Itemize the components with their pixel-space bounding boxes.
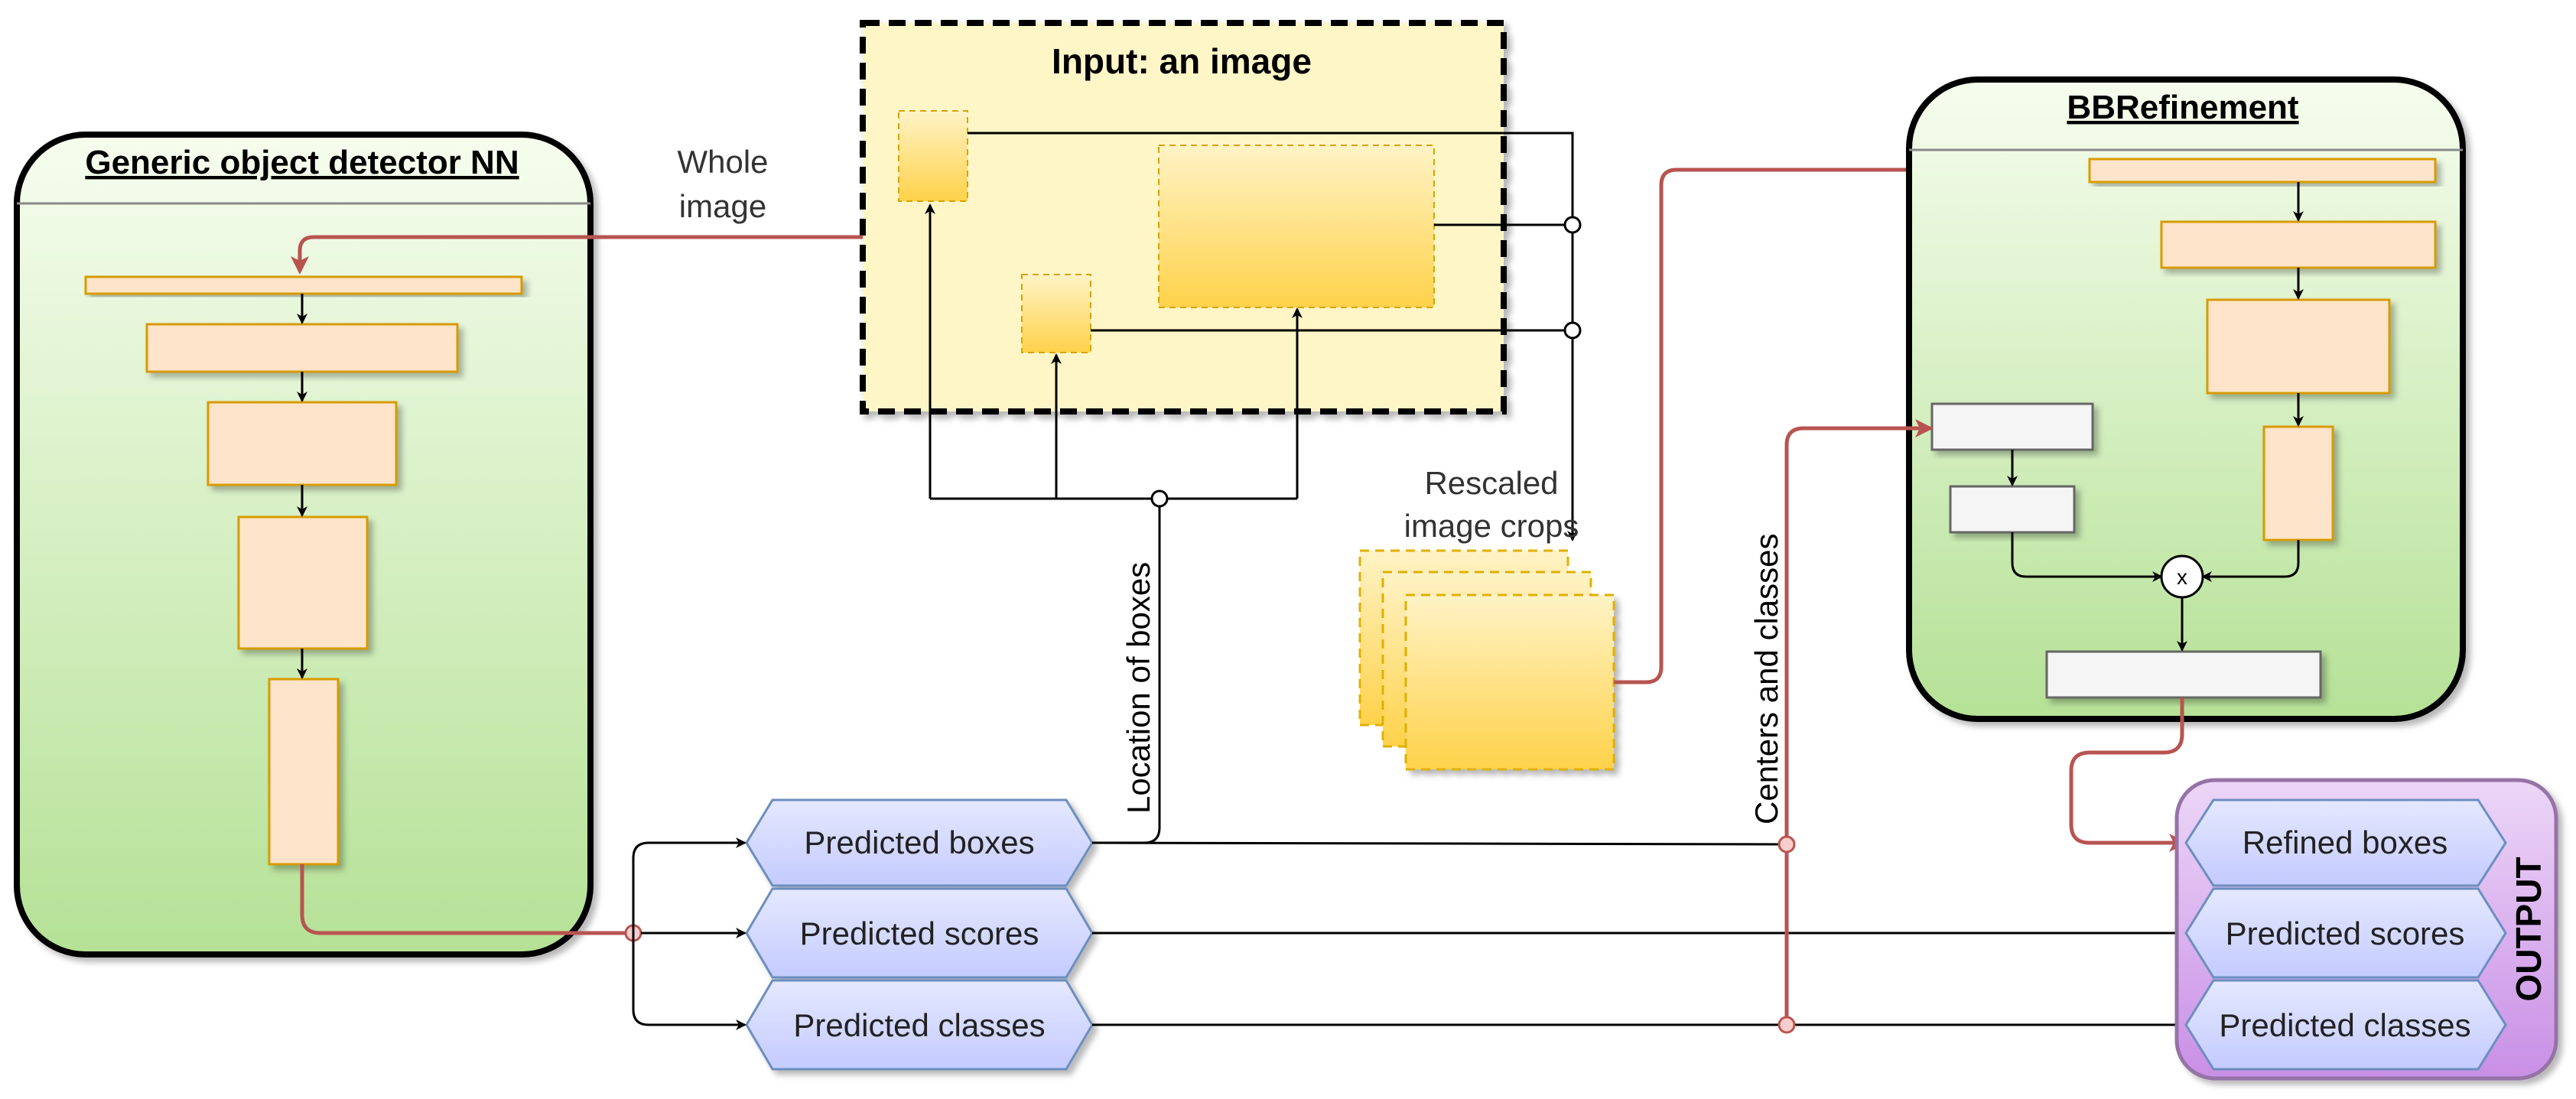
split-to-classes: [632, 933, 746, 1030]
prediction-to-output-lines: [1091, 841, 2186, 1030]
rescaled-crop-3: [1404, 593, 1615, 771]
crop-junction-2: [1563, 321, 1582, 340]
arrow-features-to-multiply: [2201, 540, 2300, 582]
refinement-layer-1: [2088, 158, 2437, 184]
refinement-layer-2: [2160, 220, 2437, 269]
refined-boxes-node: [2184, 798, 2507, 887]
multiply-symbol: x: [2177, 565, 2187, 589]
input-crop-medium: [1021, 274, 1091, 353]
location-of-boxes-label: Location of boxes: [1120, 562, 1156, 814]
crop-junction-1: [1563, 216, 1582, 234]
predicted-boxes-label: Predicted boxes: [804, 824, 1034, 860]
input-crop-large: [1158, 145, 1435, 308]
rescaled-crops-label-line2: image crops: [1404, 508, 1579, 544]
whole-image-connector: [291, 235, 863, 275]
detector-layer-3: [207, 401, 398, 486]
rescaled-crops-stack: [1358, 549, 1615, 771]
detector-layer-4: [237, 515, 369, 650]
boxes-to-centers-line: [1091, 841, 1787, 846]
refinement-layer-3: [2206, 298, 2391, 395]
detector-layer-1: [84, 275, 523, 295]
crops-to-refinement-connector: [1614, 161, 2083, 684]
split-connectors: [632, 837, 746, 1030]
refinement-title: BBRefinement: [2067, 89, 2298, 126]
location-junction: [1150, 489, 1169, 508]
output-hexagons: Refined boxes Predicted scores Predicted…: [2184, 798, 2507, 1071]
output-title: OUTPUT: [2509, 857, 2548, 1001]
predicted-boxes-node: [745, 798, 1094, 887]
centers-and-classes-connector: [1784, 419, 1934, 1025]
predicted-classes-node: [745, 979, 1094, 1071]
input-crop-small: [898, 110, 968, 202]
centers-junction-boxes: [1778, 835, 1796, 854]
output-classes-label: Predicted classes: [2219, 1007, 2470, 1043]
whole-image-label-line2: image: [679, 188, 766, 224]
predicted-classes-label: Predicted classes: [793, 1007, 1045, 1043]
detector-title: Generic object detector NN: [85, 144, 519, 181]
arrow-meta-to-multiply: [2011, 532, 2163, 582]
refinement-connectors: [2007, 182, 2304, 652]
predicted-scores-label: Predicted scores: [800, 915, 1039, 951]
detector-output-connector: [300, 864, 633, 935]
detector-layer-5: [268, 678, 340, 866]
predicted-scores-node: [745, 887, 1094, 979]
input-image-panel: Input: an image: [860, 20, 1507, 415]
split-to-boxes: [632, 837, 746, 933]
refined-to-output-connector: [2069, 697, 2187, 852]
refinement-output-layer: [2045, 650, 2322, 699]
refinement-meta-layer-1: [1930, 402, 2094, 451]
centers-junction-classes: [1778, 1016, 1796, 1034]
refined-boxes-label: Refined boxes: [2243, 824, 2448, 860]
detector-layer-2: [145, 323, 459, 373]
refinement-layer-4: [2262, 425, 2334, 541]
centers-and-classes-label: Centers and classes: [1748, 533, 1784, 824]
rescaled-crops-label-line1: Rescaled: [1424, 465, 1558, 501]
crop-line-small: [968, 132, 1578, 541]
multiply-node: [2160, 554, 2204, 599]
output-scores-label: Predicted scores: [2226, 915, 2465, 951]
prediction-hexagons: Predicted boxes Predicted scores Predict…: [745, 798, 1094, 1071]
output-classes-node: [2184, 979, 2507, 1071]
refinement-meta-layer-2: [1949, 485, 2076, 534]
whole-image-label-line1: Whole: [677, 144, 768, 180]
output-scores-node: [2184, 887, 2507, 979]
input-title: Input: an image: [1052, 41, 1312, 81]
refinement-layers: [1930, 158, 2437, 699]
crop-extraction-lines: [968, 132, 1582, 541]
